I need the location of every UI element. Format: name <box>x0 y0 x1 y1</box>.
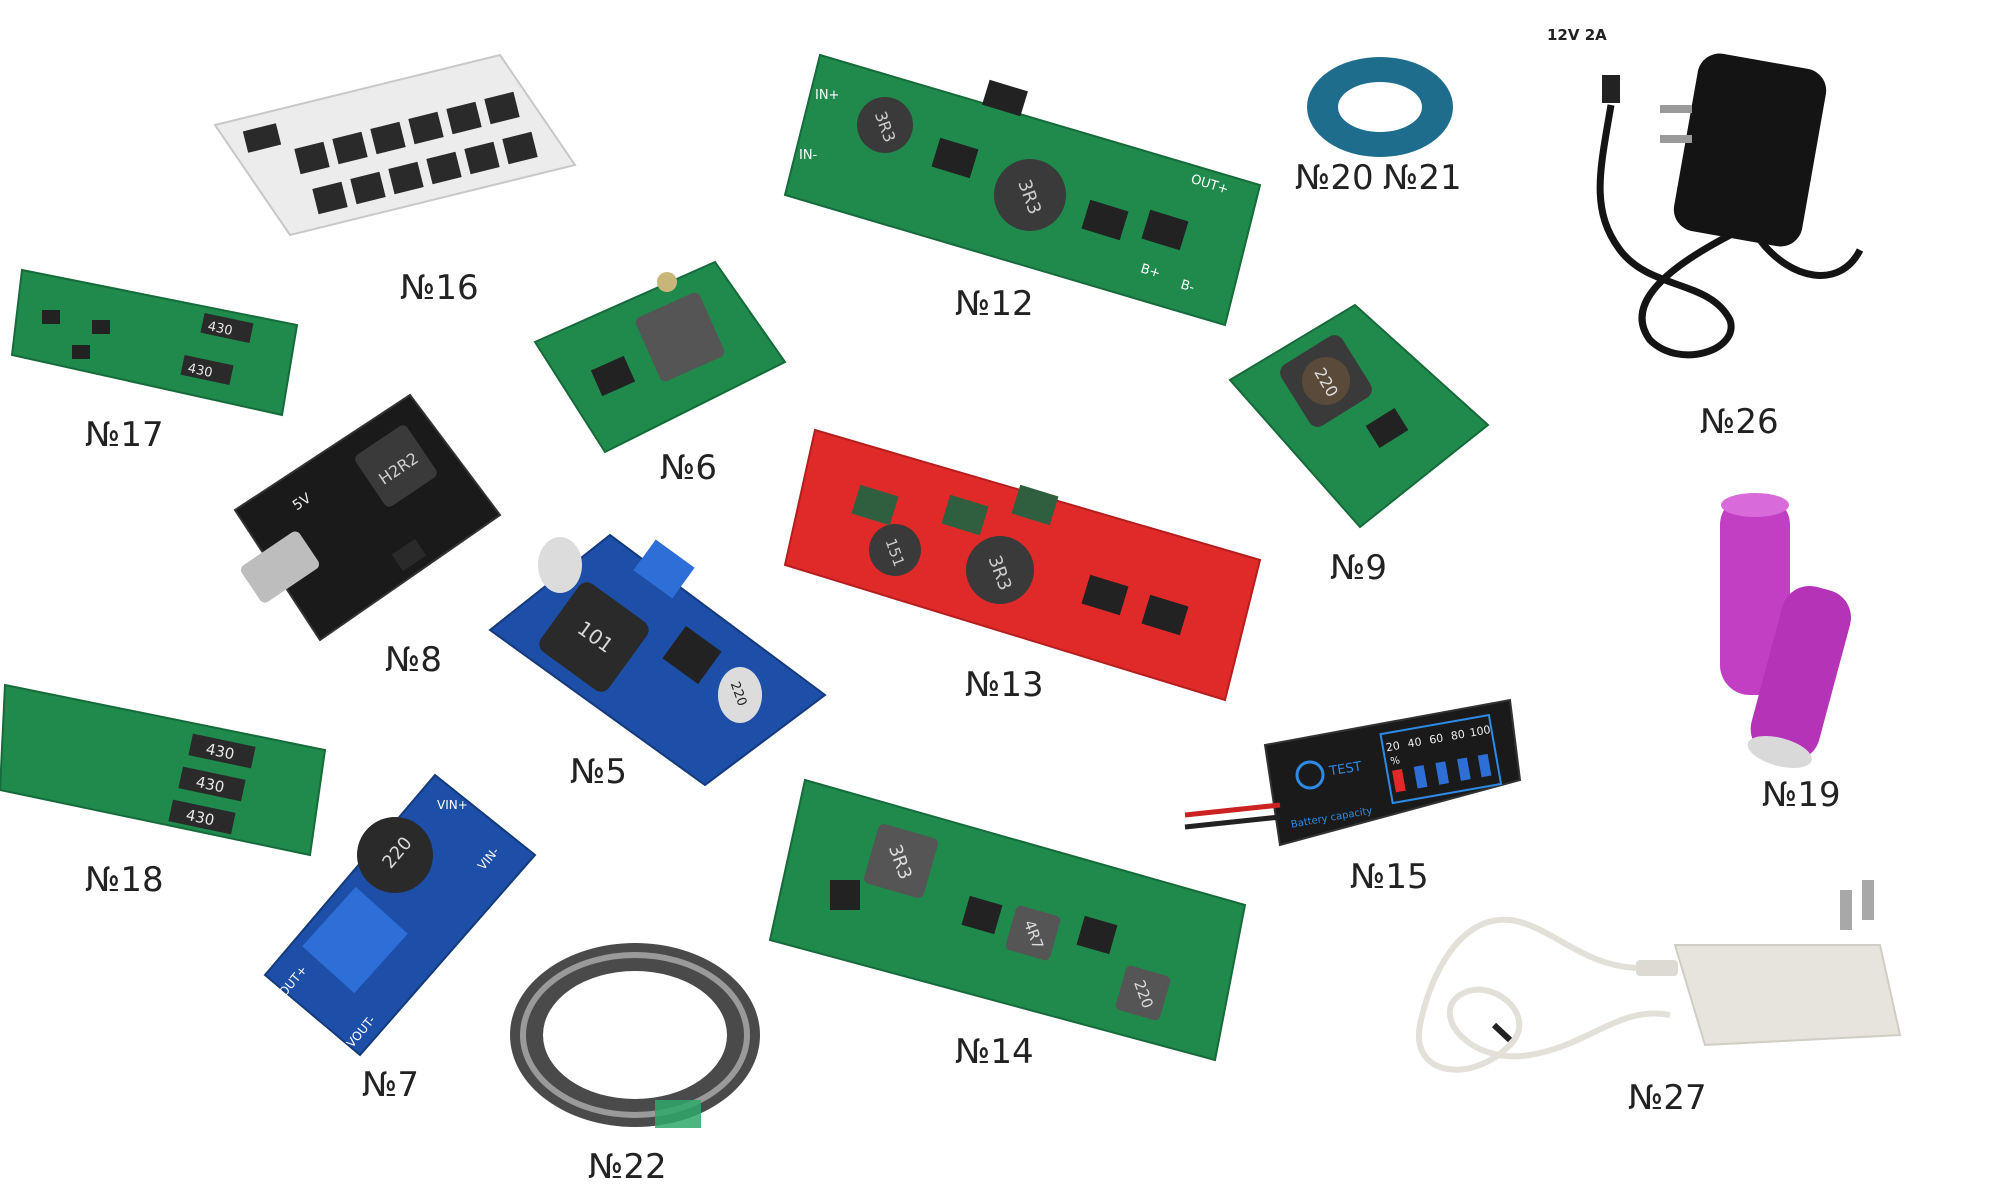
power-adapter-white-image <box>1415 880 1902 1073</box>
n12-b-minus: B- <box>1179 277 1197 295</box>
ups-board-red-image: 151 3R3 <box>783 428 1262 702</box>
adapter-spec-text: 12V 2A <box>1547 26 1607 44</box>
n12-in-plus: IN+ <box>815 88 839 103</box>
power-adapter-black-image <box>1596 53 1864 359</box>
n15-pct: % <box>1390 755 1401 767</box>
n18-mark-3: 430 <box>184 806 216 830</box>
n12-in-minus: IN- <box>799 148 818 163</box>
label-n27: №27 <box>1628 1078 1707 1118</box>
label-n12: №12 <box>955 284 1034 324</box>
n17-mark-2: 430 <box>186 361 213 381</box>
label-n17: №17 <box>85 415 164 455</box>
n15-level-40: 40 <box>1407 735 1423 750</box>
label-n15: №15 <box>1350 857 1429 897</box>
ups-board-green-image: 3R3 3R3 IN+ IN- OUT+ B+ B- <box>783 53 1262 327</box>
n17-mark-1: 430 <box>206 319 233 339</box>
n15-test-label: TEST <box>1327 759 1362 779</box>
n18-mark-2: 430 <box>194 773 226 797</box>
label-n26: №26 <box>1700 402 1779 442</box>
battery-18650-image <box>1720 493 1851 768</box>
insulating-washer-image <box>1307 57 1453 157</box>
label-n8: №8 <box>385 640 442 680</box>
label-n14: №14 <box>955 1032 1034 1072</box>
lm2596-buck-converter-image: 101 220 <box>488 533 827 787</box>
label-n20: №20 <box>1295 158 1374 198</box>
label-n19: №19 <box>1762 775 1841 815</box>
label-n16: №16 <box>400 268 479 308</box>
protection-board-3s-image: 430 430 430 <box>0 683 327 857</box>
ups-board-green-2-image: 3R3 4R7 220 <box>768 778 1247 1062</box>
label-n7: №7 <box>362 1065 419 1105</box>
n12-b-plus: B+ <box>1139 261 1162 281</box>
mini-buck-converter-image <box>533 260 787 454</box>
bms-board-white-image <box>213 53 577 237</box>
protection-board-1s-image: 430 430 <box>10 268 299 417</box>
label-n6: №6 <box>660 448 717 488</box>
boost-module-image: 220 <box>1228 303 1490 529</box>
mt3608-boost-converter-image: 220 VIN+ VIN- VOUT+ VOUT- <box>263 773 537 1057</box>
battery-capacity-indicator-image: TEST Battery capacity 20 40 60 80 100 % <box>1184 698 1522 847</box>
label-n21: №21 <box>1383 158 1462 198</box>
label-n5: №5 <box>570 752 627 792</box>
n7-vin-plus: VIN+ <box>437 798 468 812</box>
n15-level-20: 20 <box>1385 739 1401 754</box>
n15-level-80: 80 <box>1450 728 1466 743</box>
n18-mark-1: 430 <box>204 740 236 764</box>
n15-level-100: 100 <box>1469 723 1492 739</box>
label-n9: №9 <box>1330 548 1387 588</box>
nickel-strip-roll-image <box>510 943 760 1128</box>
label-n18: №18 <box>85 860 164 900</box>
n15-level-60: 60 <box>1428 731 1444 746</box>
label-n22: №22 <box>588 1147 667 1187</box>
usb-c-charger-board-image: H2R2 5V <box>233 393 502 642</box>
label-n13: №13 <box>965 665 1044 705</box>
